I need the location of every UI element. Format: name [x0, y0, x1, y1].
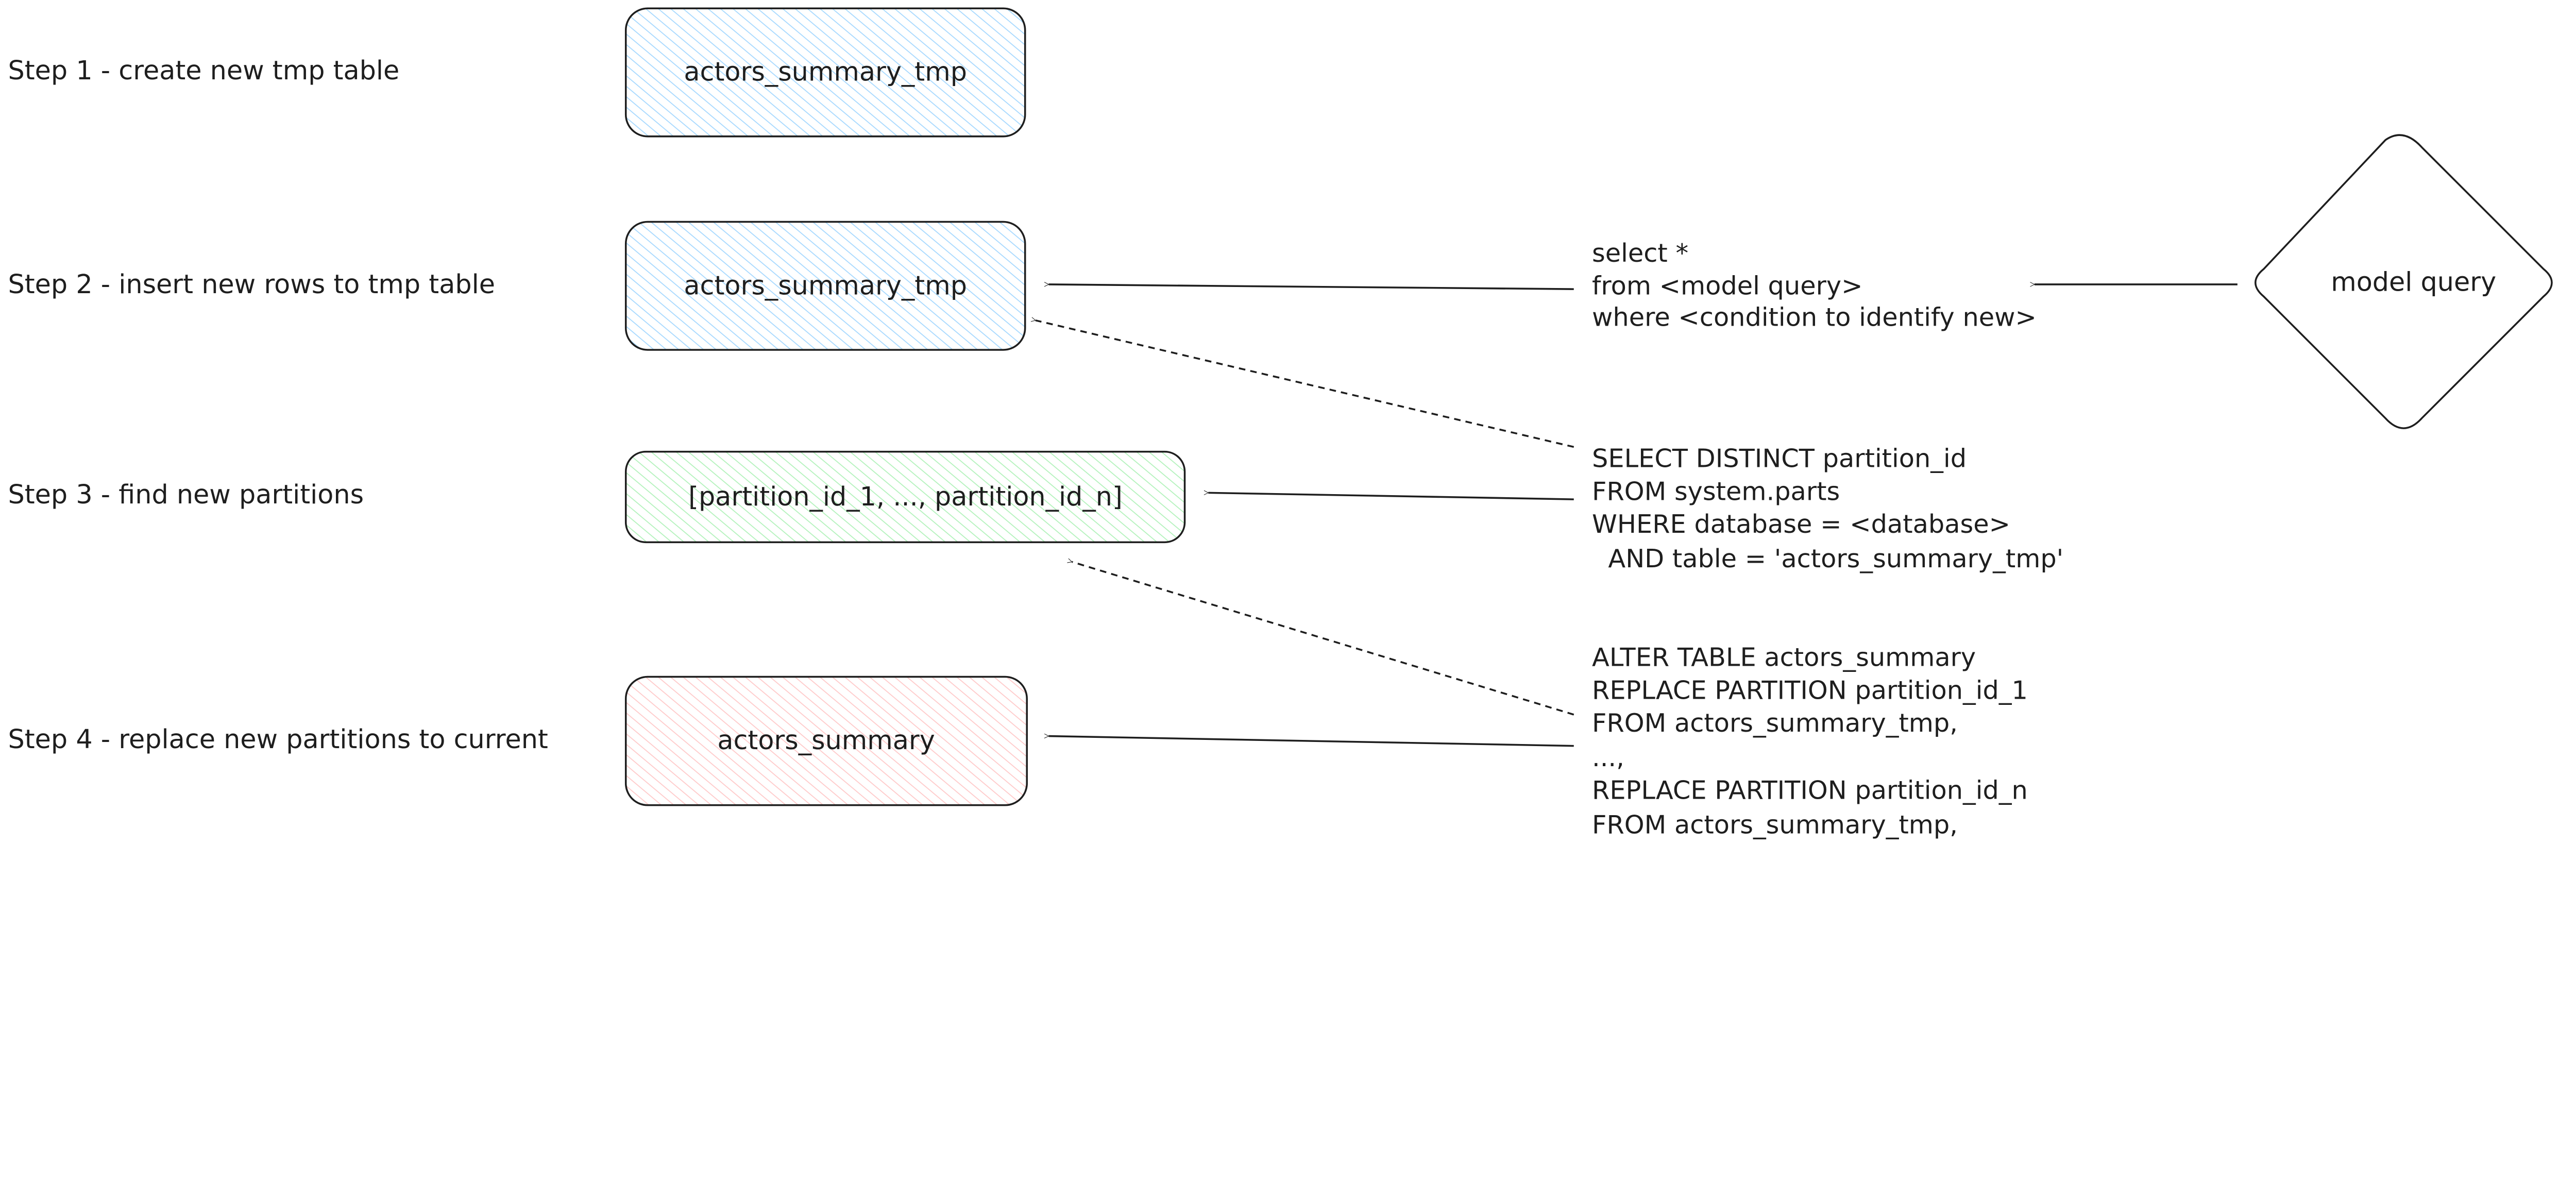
box-label: actors_summary_tmp	[684, 271, 967, 301]
code-line: SELECT DISTINCT partition_id	[1592, 443, 1967, 473]
diagram-canvas: Step 1 - create new tmp table Step 2 - i…	[8, 7, 2553, 840]
diamond-label: model query	[2331, 267, 2496, 297]
code-line: REPLACE PARTITION partition_id_n	[1592, 775, 2028, 805]
code-line: from <model query>	[1592, 271, 1862, 301]
arrow-alter-to-summary	[1049, 736, 1574, 747]
arrow-select-to-tmp	[1049, 284, 1574, 290]
code-line: WHERE database = <database>	[1592, 509, 2010, 539]
arrow-query-to-partitions	[1208, 493, 1574, 500]
step-3-label: Step 3 - find new partitions	[8, 479, 364, 510]
partitions-box[interactable]: [partition_id_1, ..., partition_id_n]	[624, 450, 1186, 544]
code-block-select-new: select * from <model query> where <condi…	[1592, 238, 2037, 332]
box-label: [partition_id_1, ..., partition_id_n]	[688, 481, 1123, 512]
code-line: FROM system.parts	[1592, 476, 1840, 506]
code-line: FROM actors_summary_tmp,	[1592, 708, 1958, 738]
box-label: actors_summary_tmp	[684, 57, 967, 87]
code-line: where <condition to identify new>	[1592, 302, 2037, 332]
code-line: ...,	[1592, 742, 1624, 772]
code-line: ALTER TABLE actors_summary	[1592, 642, 1976, 672]
tmp-table-box-step2[interactable]: actors_summary_tmp	[624, 221, 1026, 351]
code-line: FROM actors_summary_tmp,	[1592, 810, 1958, 840]
dashed-arrow-alter-from-partitions	[1072, 562, 1574, 716]
tmp-table-box-step1[interactable]: actors_summary_tmp	[624, 7, 1026, 138]
actors-summary-box[interactable]: actors_summary	[624, 676, 1028, 806]
box-label: actors_summary	[717, 725, 935, 755]
step-4-label: Step 4 - replace new partitions to curre…	[8, 724, 548, 754]
dashed-arrow-partitions-from-tmp	[1036, 320, 1574, 448]
code-line: AND table = 'actors_summary_tmp'	[1592, 544, 2063, 573]
code-block-select-partitions: SELECT DISTINCT partition_id FROM system…	[1592, 443, 2063, 573]
step-2-label: Step 2 - insert new rows to tmp table	[8, 269, 495, 299]
code-line: REPLACE PARTITION partition_id_1	[1592, 676, 2028, 705]
code-line: select *	[1592, 238, 1688, 268]
model-query-diamond[interactable]: model query	[2255, 134, 2553, 429]
code-block-alter-table: ALTER TABLE actors_summary REPLACE PARTI…	[1592, 642, 2028, 839]
step-1-label: Step 1 - create new tmp table	[8, 55, 400, 86]
